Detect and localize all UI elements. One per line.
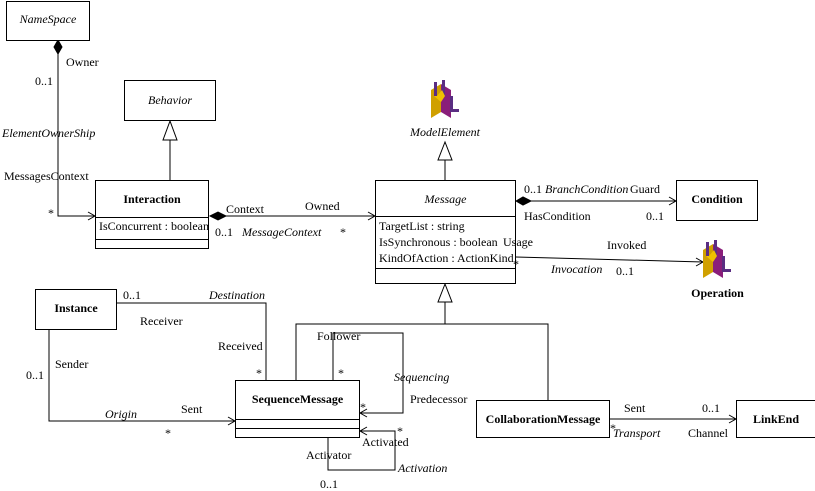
uml-logo-icon bbox=[431, 80, 459, 118]
class-message-attr: TargetList : string bbox=[379, 219, 465, 233]
assoc-message-context: MessageContext bbox=[242, 225, 322, 239]
association-origin bbox=[48, 330, 235, 422]
role-received: Received bbox=[218, 339, 263, 353]
role-activated: Activated bbox=[362, 435, 409, 449]
class-collaboration-message-name: CollaborationMessage bbox=[485, 412, 601, 426]
class-collaboration-message[interactable]: CollaborationMessage bbox=[476, 400, 610, 438]
mult-received: * bbox=[256, 366, 262, 380]
role-follower: Follower bbox=[317, 329, 361, 343]
association-sequencing bbox=[332, 332, 404, 414]
role-receiver: Receiver bbox=[140, 314, 183, 328]
assoc-sequencing: Sequencing bbox=[394, 370, 450, 384]
role-has-condition: HasCondition bbox=[524, 209, 591, 223]
class-link-end-name: LinkEnd bbox=[752, 412, 800, 426]
class-condition[interactable]: Condition bbox=[676, 180, 758, 221]
generalization-triangle-modelelement bbox=[437, 140, 453, 161]
role-channel: Channel bbox=[688, 426, 728, 440]
composition-diamond-namespace bbox=[53, 38, 63, 56]
class-link-end[interactable]: LinkEnd bbox=[736, 400, 815, 438]
role-sent-right: Sent bbox=[624, 401, 646, 415]
class-message[interactable]: Message TargetList : string IsSynchronou… bbox=[375, 180, 516, 284]
composition-diamond-message bbox=[514, 196, 533, 206]
class-message-name: Message bbox=[424, 192, 467, 206]
operation-label: Operation bbox=[691, 286, 744, 300]
role-invoked: Invoked bbox=[607, 238, 647, 252]
mult-sent-left: * bbox=[165, 426, 171, 440]
mult-instance: 0..1 bbox=[123, 288, 141, 302]
class-condition-name: Condition bbox=[691, 192, 743, 206]
mult-context: 0..1 bbox=[215, 225, 233, 239]
class-namespace[interactable]: NameSpace bbox=[6, 1, 90, 41]
role-predecessor: Predecessor bbox=[410, 392, 468, 406]
role-context: Context bbox=[226, 202, 264, 216]
role-guard: Guard bbox=[630, 182, 660, 196]
mult-condition: 0..1 bbox=[646, 209, 664, 223]
generalization-sequence bbox=[295, 323, 549, 400]
assoc-element-ownership: ElementOwnerShip bbox=[2, 126, 96, 140]
class-interaction-attr-divider bbox=[96, 217, 208, 218]
class-sequence-message[interactable]: SequenceMessage bbox=[235, 380, 360, 438]
nav-arrow-activation bbox=[358, 426, 368, 436]
role-usage: Usage bbox=[503, 235, 533, 249]
mult-interaction: * bbox=[48, 206, 54, 220]
mult-follower: * bbox=[338, 366, 344, 380]
association-invocation bbox=[515, 256, 704, 263]
generalization-triangle-behavior bbox=[162, 119, 178, 141]
class-sequence-message-attr-divider bbox=[236, 419, 359, 420]
role-owned: Owned bbox=[305, 199, 340, 213]
assoc-transport: Transport bbox=[613, 426, 661, 440]
mult-guard: 0..1 bbox=[524, 182, 542, 196]
assoc-destination: Destination bbox=[209, 288, 265, 302]
role-sent-left: Sent bbox=[181, 402, 203, 416]
class-sequence-message-name: SequenceMessage bbox=[251, 392, 344, 406]
generalization-triangle-message bbox=[437, 282, 453, 303]
class-behavior[interactable]: Behavior bbox=[124, 80, 216, 121]
association-activation bbox=[327, 430, 396, 471]
mult-link-end: 0..1 bbox=[702, 401, 720, 415]
mult-usage: * bbox=[513, 257, 519, 271]
class-interaction-op-divider bbox=[96, 239, 208, 240]
role-sender: Sender bbox=[55, 357, 89, 371]
class-message-op-divider bbox=[376, 268, 515, 269]
class-sequence-message-op-divider bbox=[236, 428, 359, 429]
class-message-attr: IsSynchronous : boolean bbox=[379, 235, 498, 249]
mult-operation: 0..1 bbox=[616, 264, 634, 278]
role-owner: Owner bbox=[66, 55, 99, 69]
assoc-invocation: Invocation bbox=[551, 262, 603, 276]
assoc-origin: Origin bbox=[105, 407, 138, 421]
association-destination bbox=[99, 302, 267, 380]
mult-activator: 0..1 bbox=[320, 477, 338, 491]
mult-predecessor: * bbox=[360, 400, 366, 414]
assoc-branch-condition: BranchCondition bbox=[545, 182, 629, 196]
class-instance[interactable]: Instance bbox=[35, 289, 117, 330]
mult-sender: 0..1 bbox=[26, 368, 44, 382]
mult-message: * bbox=[340, 225, 346, 239]
association-element-ownership bbox=[57, 53, 95, 217]
assoc-activation: Activation bbox=[398, 461, 448, 475]
mult-activated: * bbox=[397, 424, 403, 438]
composition-diamond-interaction bbox=[208, 211, 228, 221]
model-element-label: ModelElement bbox=[410, 125, 480, 139]
class-namespace-name: NameSpace bbox=[19, 12, 77, 26]
class-message-attr: KindOfAction : ActionKind bbox=[379, 251, 514, 265]
class-behavior-name: Behavior bbox=[148, 93, 192, 107]
role-activator: Activator bbox=[306, 448, 352, 462]
mult-namespace: 0..1 bbox=[35, 74, 53, 88]
class-interaction-attr: IsConcurrent : boolean bbox=[99, 219, 209, 233]
mult-sent-right: * bbox=[610, 421, 616, 435]
class-message-attr-divider bbox=[376, 216, 515, 217]
role-messages-context: MessagesContext bbox=[4, 169, 89, 183]
class-interaction-name: Interaction bbox=[123, 192, 181, 206]
class-instance-name: Instance bbox=[54, 301, 98, 315]
nav-arrow-sequencing bbox=[358, 408, 368, 418]
uml-logo-icon bbox=[703, 240, 731, 278]
class-interaction[interactable]: Interaction IsConcurrent : boolean bbox=[95, 180, 209, 249]
